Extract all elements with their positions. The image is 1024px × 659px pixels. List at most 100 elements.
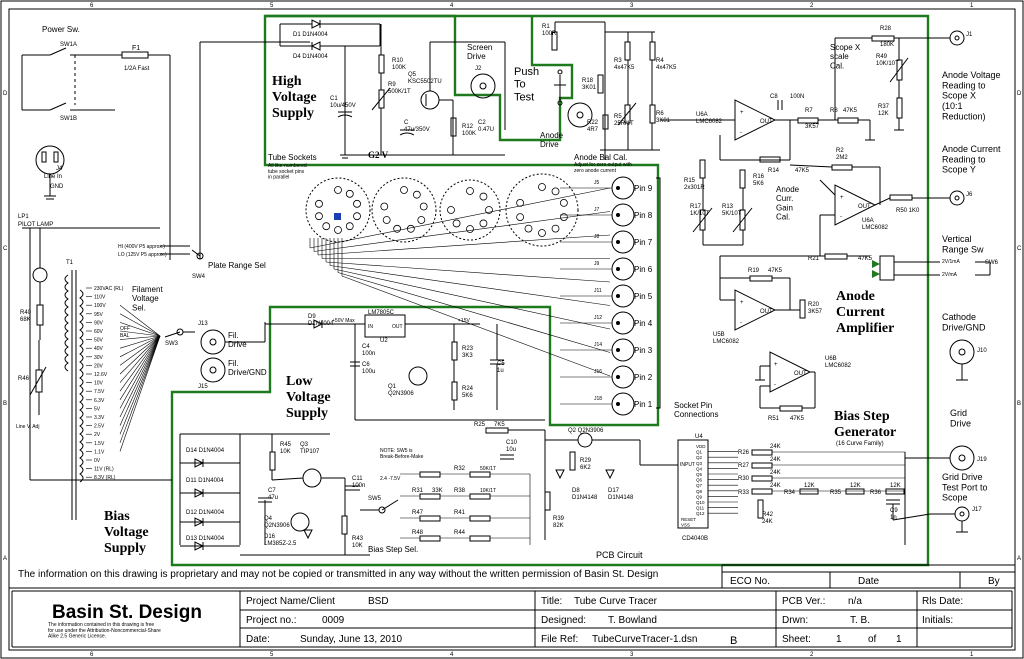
j15-ref: J15 — [198, 384, 208, 390]
tube-socket-4 — [505, 173, 579, 247]
r7-ref: R7 — [805, 108, 813, 114]
transformer-tap-label: 0V — [94, 458, 101, 464]
zone-col-2: 5 — [270, 3, 274, 9]
r31-ref: R31 — [412, 488, 424, 494]
j17-jack — [954, 506, 970, 522]
zone-col-6: 1 — [970, 3, 974, 9]
socket-pin-bracket — [656, 177, 661, 409]
pin-connector — [611, 203, 635, 227]
zone-col-2b: 5 — [270, 652, 274, 658]
anode-drive-jack — [567, 102, 593, 128]
zone-col-1b: 6 — [90, 652, 94, 658]
u4-ref: U4 — [695, 434, 703, 440]
d12-part: D12 D1N4004 — [186, 510, 225, 516]
proprietary-notice: The information on this drawing is propr… — [18, 569, 658, 580]
r32-ref: R32 — [454, 466, 466, 472]
u4-pin-label: Q7 — [696, 483, 703, 488]
project-label: Project Name/Client — [246, 596, 335, 607]
pin-label: Pin 2 — [634, 373, 653, 382]
pin-connector — [611, 365, 635, 389]
transformer-tap-label: 2.5V — [94, 424, 105, 430]
transformer-tap-label: 6.3V — [94, 398, 105, 404]
tube-socket-wiring — [309, 187, 611, 377]
sw1b-ref: SW1B — [60, 116, 77, 122]
v15-label: +15V — [458, 318, 470, 324]
bias-taps-label: 2.4 -7.5V — [380, 476, 401, 482]
pin-ref: J18 — [594, 396, 602, 402]
sheet-label: Sheet: — [782, 634, 811, 645]
r47-ref: R47 — [412, 510, 424, 516]
ladder-value: 24K — [770, 457, 781, 463]
pot50-label: 50K/1T — [480, 466, 496, 472]
eco-table: ECO No. Date By — [721, 564, 1015, 588]
r8-ref: R8 — [830, 108, 838, 114]
transformer-tap-label: 3.3V — [94, 415, 105, 421]
r25-value: 7K5 — [494, 422, 505, 428]
u4-pin-label: Q8 — [696, 489, 703, 494]
r14-value: 47K5 — [795, 168, 810, 174]
u4-pin-label: Q1 — [696, 450, 703, 455]
svg-text:-: - — [740, 320, 742, 326]
j10-ref: J10 — [977, 348, 987, 354]
license-text: The information contained in this drawin… — [48, 622, 161, 640]
r8-value: 47K5 — [843, 108, 858, 114]
pin-label: Pin 9 — [634, 184, 653, 193]
zone-row-a: A — [3, 556, 7, 562]
pin-label: Pin 4 — [634, 319, 653, 328]
d13-part: D13 D1N4004 — [186, 536, 225, 542]
zone-row-a-r: A — [1017, 556, 1021, 562]
j2-ref: J2 — [475, 66, 482, 72]
r19-ref: R19 — [748, 268, 760, 274]
transformer-tap-label: 1.5V — [94, 441, 105, 447]
r21-value: 47K5 — [858, 256, 873, 262]
initials-label: Initials: — [922, 615, 953, 626]
pin-ref: J9 — [594, 261, 600, 267]
r14-ref: R14 — [768, 168, 780, 174]
r7-value: 3K57 — [805, 124, 820, 130]
plate-range-label: Plate Range Sel — [208, 261, 266, 270]
j13-ref: J13 — [198, 321, 208, 327]
transformer-tap-label: 12.6V — [94, 372, 108, 378]
r50-part: R50 1K0 — [896, 208, 920, 214]
eco-date-header: Date — [858, 576, 880, 587]
pin-connector — [611, 338, 635, 362]
t1-ref: T1 — [66, 260, 74, 266]
r41-ref: R41 — [454, 510, 466, 516]
plate-hi-label: HI (400V P5 approx.) — [118, 244, 165, 250]
u4-pin-label: VSS — [681, 522, 690, 527]
line-in-label: Line In — [44, 174, 62, 180]
r46-ref: R46 — [18, 376, 30, 382]
designed-value: T. Bowland — [608, 615, 657, 626]
transformer-tap-label: 110V — [94, 295, 106, 301]
pin-ref: J8 — [594, 234, 600, 240]
r19-value: 47K5 — [768, 268, 783, 274]
